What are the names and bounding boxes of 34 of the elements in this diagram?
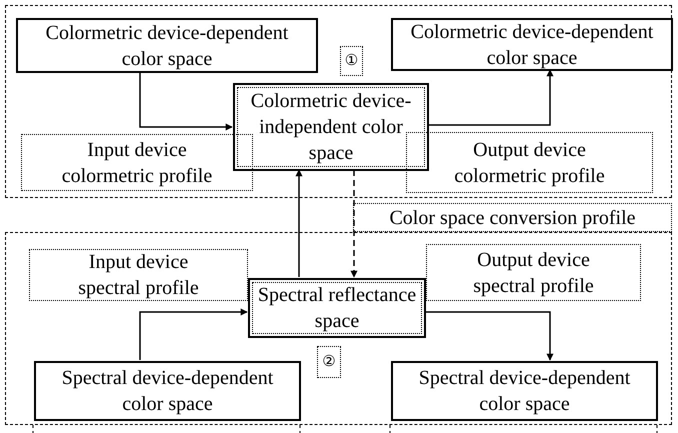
step-number-text: ② (322, 352, 336, 372)
box-label: Spectral device-dependent color space (418, 366, 632, 417)
box-label: Input device spectral profile (77, 250, 200, 301)
color-space-box (233, 83, 429, 171)
profile-box (21, 134, 253, 191)
box-label: Output device spectral profile (472, 248, 595, 298)
box-label: Spectral device-dependent color space (60, 366, 274, 417)
arrow (296, 169, 302, 277)
profile-box (426, 244, 641, 301)
box-label: Spectral reflectance space (257, 283, 417, 334)
box-label: Color space conversion profile (389, 206, 636, 230)
box-label: Input device colormetric profile (60, 138, 214, 188)
arrow (350, 170, 358, 278)
arrow (428, 69, 554, 126)
profile-box (29, 249, 248, 301)
step-number (317, 346, 341, 378)
region-frame (5, 232, 672, 425)
arrow (139, 308, 248, 360)
color-space-box (16, 18, 318, 73)
profile-box (353, 203, 672, 232)
arrow (139, 72, 233, 130)
step-number (340, 46, 363, 76)
box-label: Colormetric device-dependent color space (410, 20, 654, 70)
profile-box (406, 132, 653, 193)
color-space-box (391, 18, 673, 71)
step-number-text: ① (344, 51, 358, 71)
region-frame (5, 5, 672, 198)
color-space-box (248, 278, 426, 338)
box-label: Output device colormetric profile (453, 138, 606, 188)
box-label: Colormetric device-dependent color space (44, 20, 290, 72)
color-space-box (34, 361, 301, 421)
box-label: Colormetric device-independent color space (250, 89, 412, 166)
arrow (425, 311, 554, 361)
color-space-box (391, 361, 658, 421)
